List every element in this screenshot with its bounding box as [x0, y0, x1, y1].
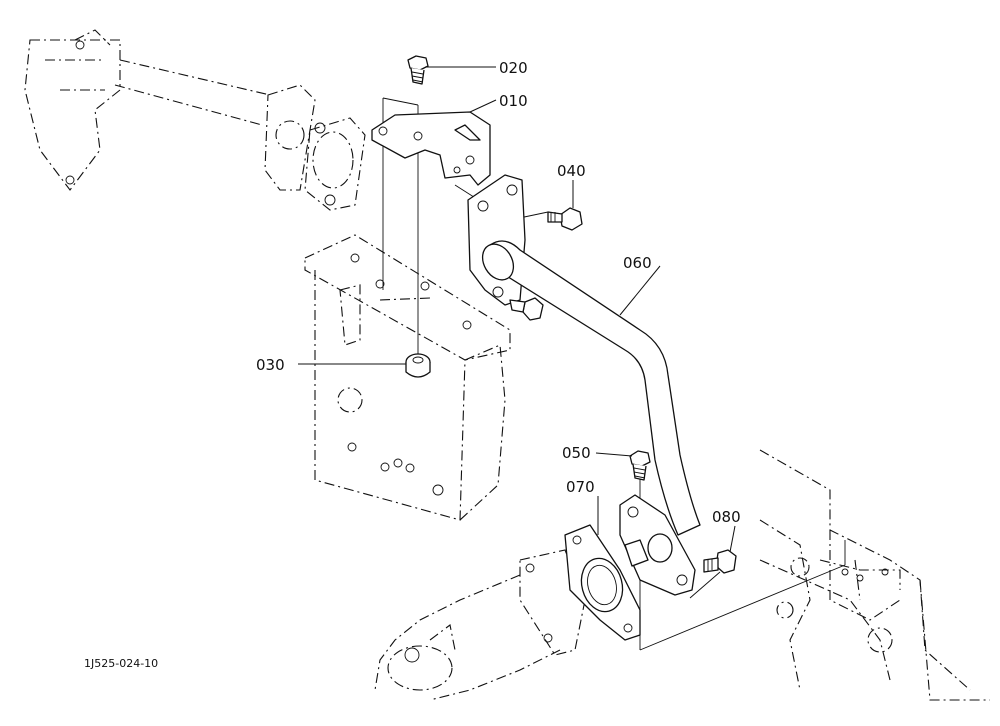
part-010-bracket — [371, 111, 491, 186]
part-050-bolt — [629, 450, 651, 481]
right-engine-block-phantom — [759, 449, 990, 701]
part-020-bolt — [407, 55, 429, 85]
exhaust-flange-upper-phantom — [264, 84, 366, 211]
part-070-gasket — [564, 524, 641, 641]
callout-060: 060 — [623, 254, 652, 272]
callout-080: 080 — [712, 508, 741, 526]
callout-020: 020 — [499, 59, 528, 77]
callout-040: 040 — [557, 162, 586, 180]
pipe-lower-flange — [619, 494, 696, 596]
leader-lines — [298, 66, 736, 553]
flange-bolt — [509, 297, 544, 321]
upper-left-manifold-phantom — [24, 29, 271, 191]
part-040-bolt — [547, 207, 583, 231]
pipe-upper-flange — [467, 174, 526, 306]
callout-070: 070 — [566, 478, 595, 496]
drawing-code: 1J525-024-10 — [84, 657, 158, 670]
part-060-pipe — [481, 240, 701, 536]
callout-030: 030 — [256, 356, 285, 374]
part-030-nut — [405, 353, 431, 378]
callout-050: 050 — [562, 444, 591, 462]
mounting-plate-phantom — [304, 234, 511, 521]
callout-labels: 020 010 040 060 030 050 070 080 — [256, 59, 741, 526]
part-080-bolt — [703, 549, 737, 574]
lower-exhaust-pipe-phantom — [374, 549, 586, 701]
callout-010: 010 — [499, 92, 528, 110]
